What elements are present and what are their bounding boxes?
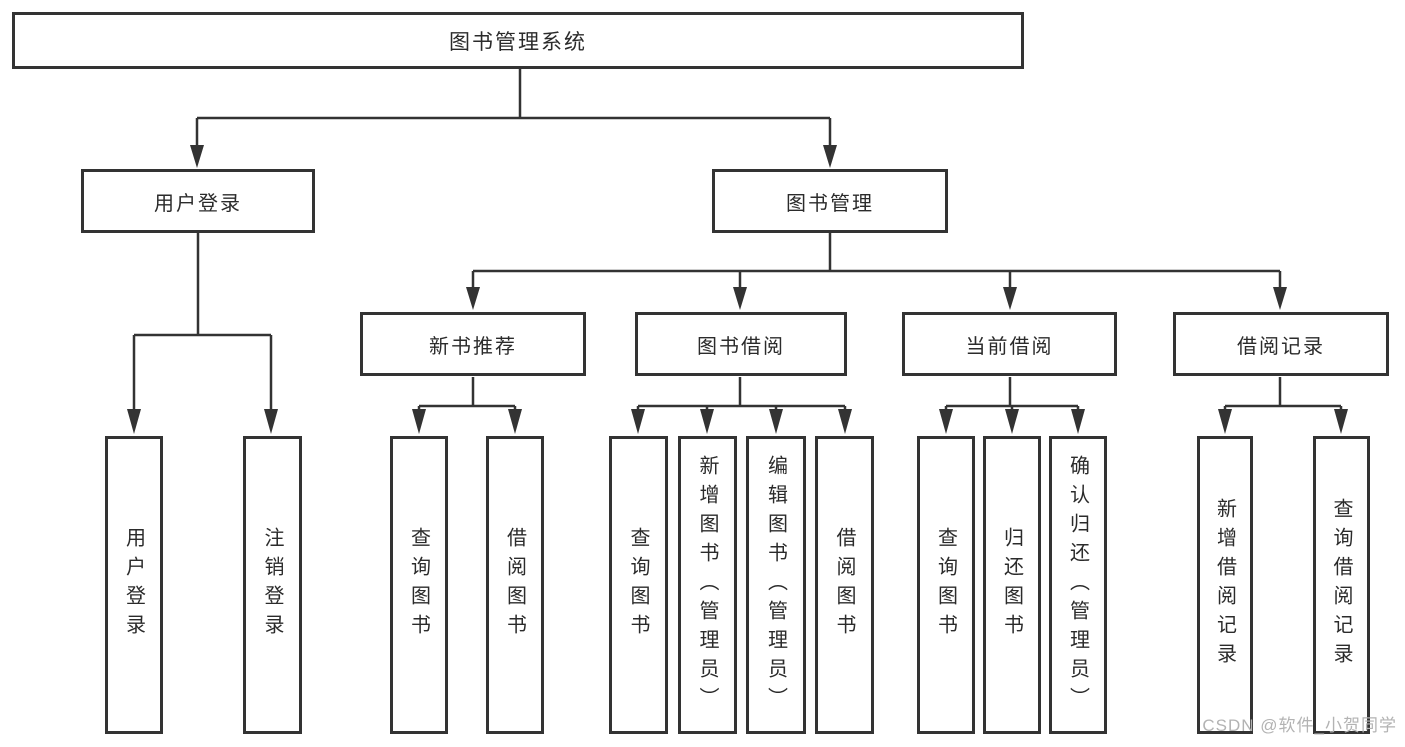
node-leaf-query-borrow-record: 查询借阅记录 (1313, 436, 1370, 734)
node-user-login: 用户登录 (81, 169, 315, 233)
node-borrow-records: 借阅记录 (1173, 312, 1389, 376)
node-leaf-query-books-3: 查询图书 (917, 436, 975, 734)
node-leaf-logout: 注销登录 (243, 436, 302, 734)
node-root-system: 图书管理系统 (12, 12, 1024, 69)
node-current-borrow: 当前借阅 (902, 312, 1117, 376)
node-leaf-query-books-1: 查询图书 (390, 436, 448, 734)
node-new-book-recommend: 新书推荐 (360, 312, 586, 376)
node-leaf-add-books-admin: 新增图书（管理员） (678, 436, 737, 734)
connector-lines (132, 69, 1343, 411)
connector-arrowheads (127, 145, 1348, 434)
node-leaf-return-books: 归还图书 (983, 436, 1041, 734)
node-leaf-borrow-books-2: 借阅图书 (815, 436, 874, 734)
node-leaf-confirm-return-admin: 确认归还（管理员） (1049, 436, 1107, 734)
csdn-watermark: CSDN @软件_小贺同学 (1202, 716, 1397, 735)
node-leaf-add-borrow-record: 新增借阅记录 (1197, 436, 1253, 734)
node-leaf-edit-books-admin: 编辑图书（管理员） (746, 436, 806, 734)
node-leaf-query-books-2: 查询图书 (609, 436, 668, 734)
node-leaf-user-login: 用户登录 (105, 436, 163, 734)
node-book-management: 图书管理 (712, 169, 948, 233)
node-book-borrow: 图书借阅 (635, 312, 847, 376)
node-leaf-borrow-books-1: 借阅图书 (486, 436, 544, 734)
